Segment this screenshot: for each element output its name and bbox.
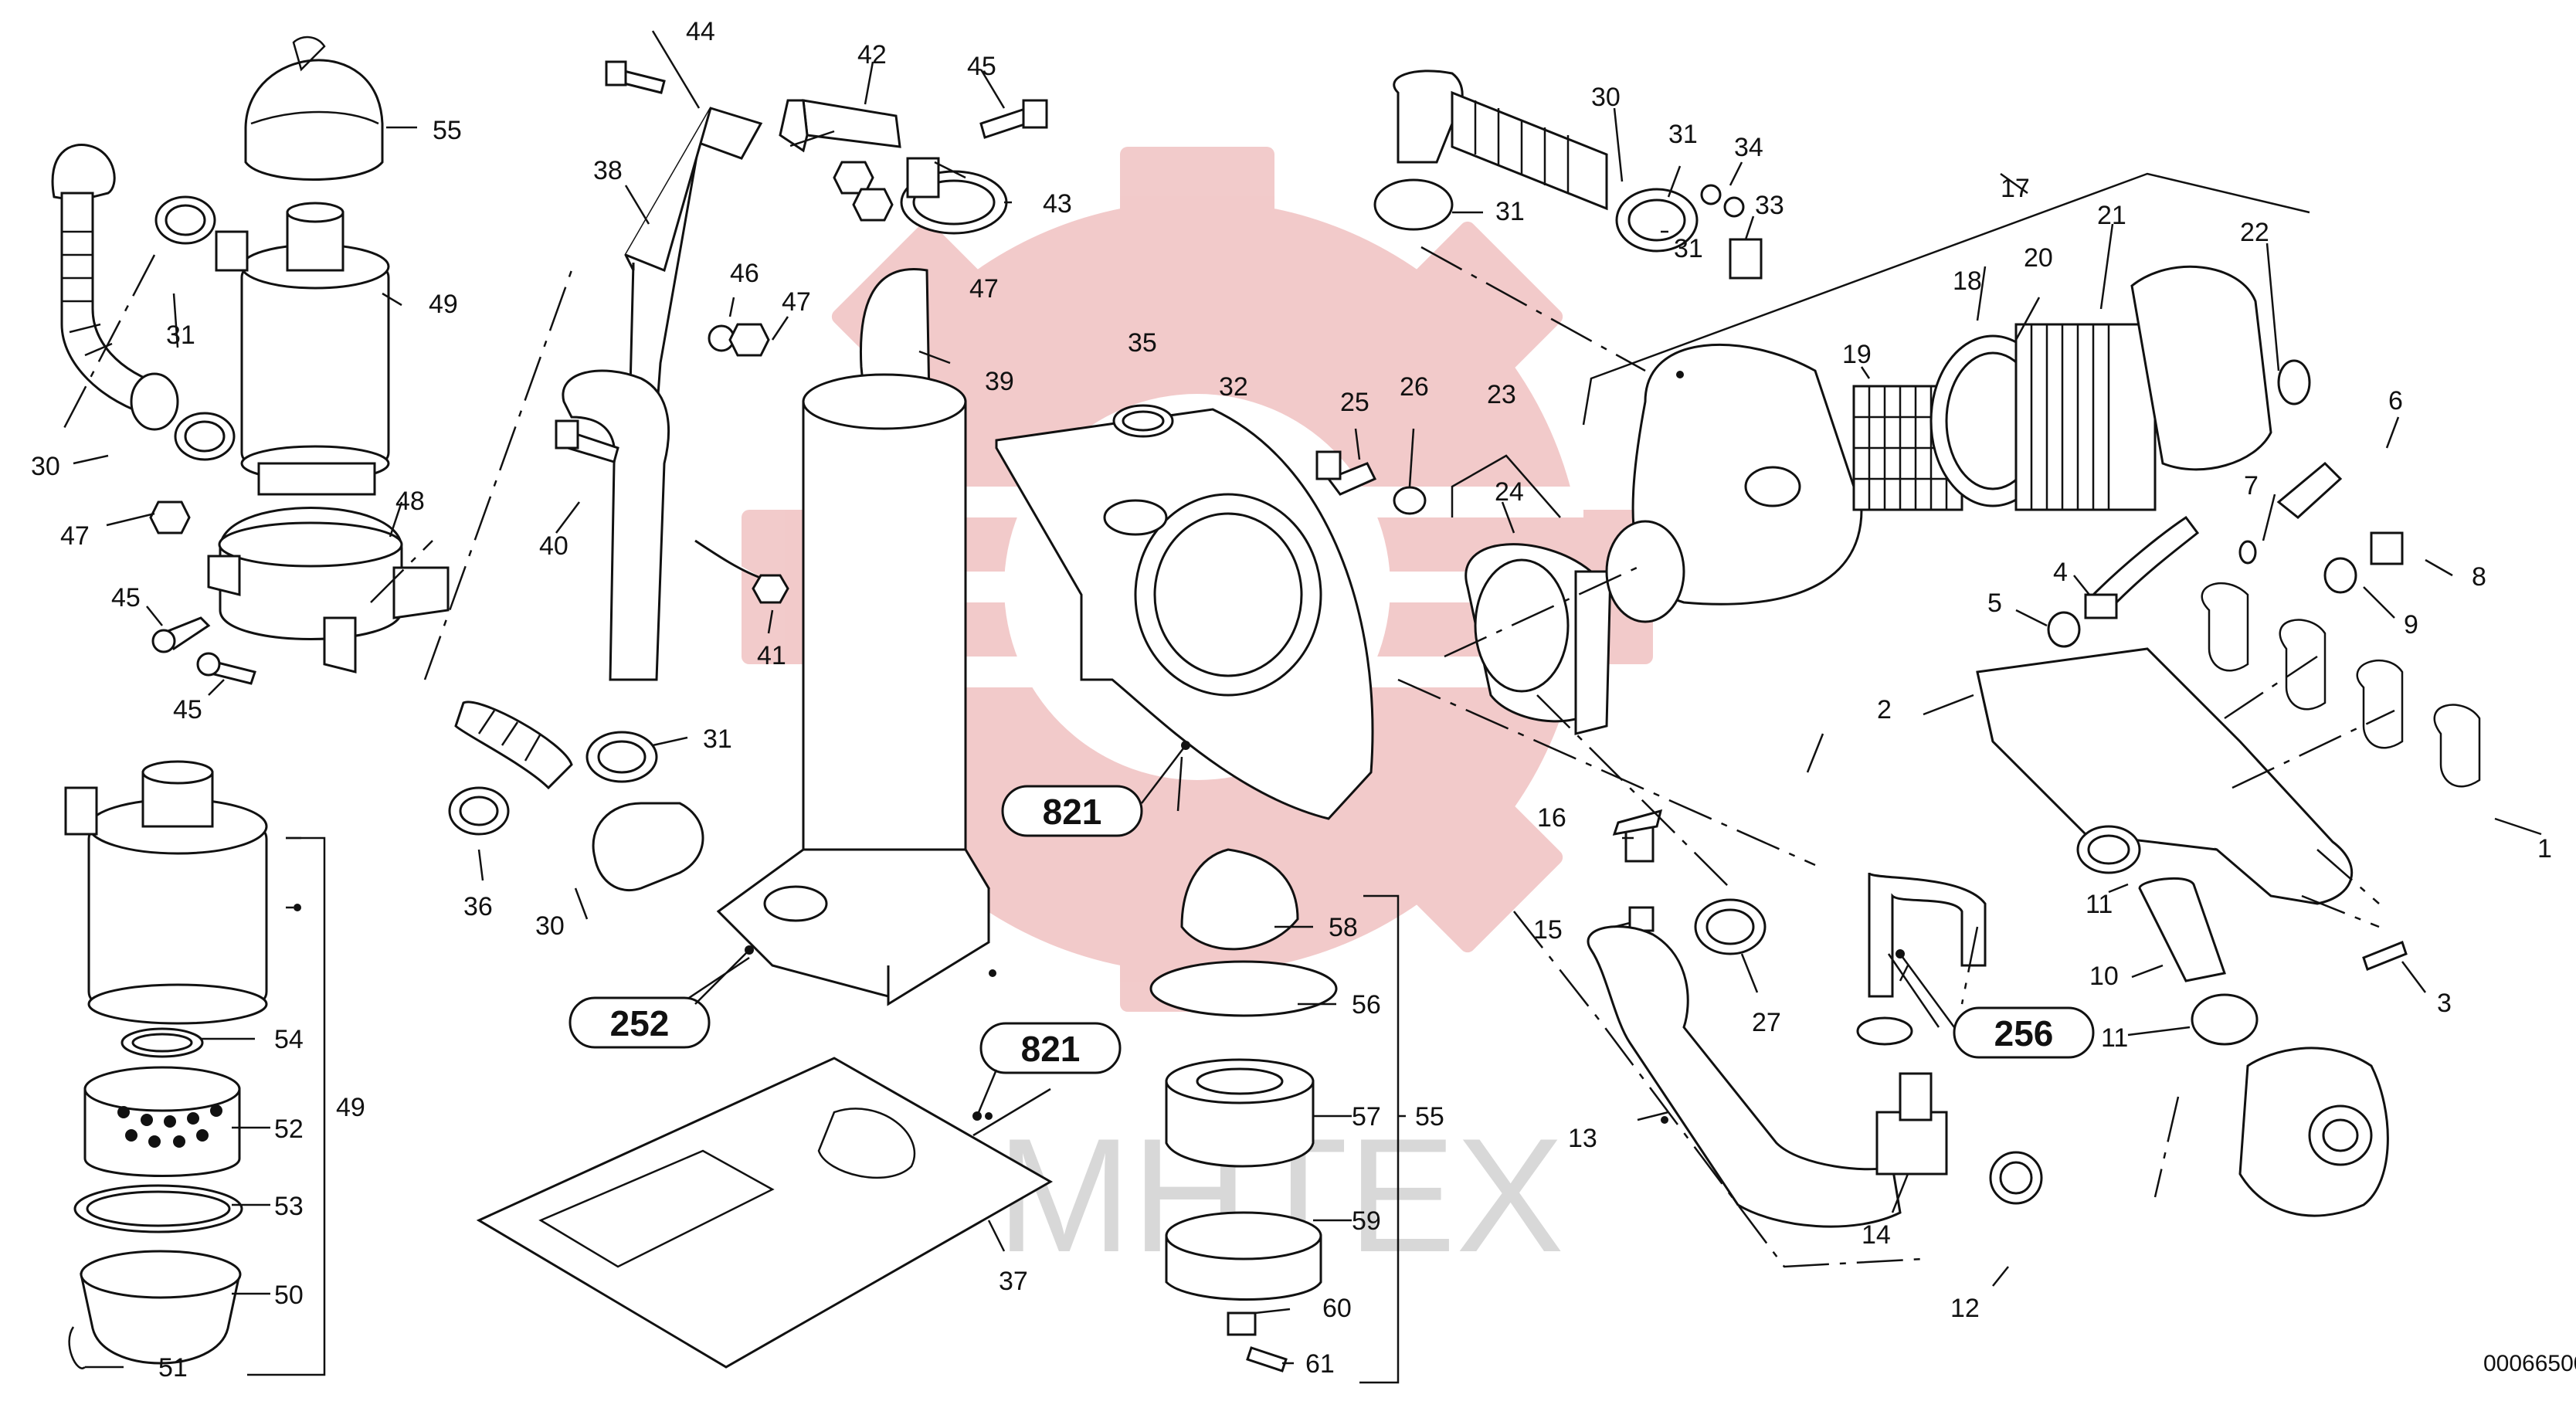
coolant-hoses <box>1587 809 2389 1228</box>
callout-number: 31 <box>1495 197 1525 226</box>
callout-number: 5 <box>1987 589 2002 618</box>
pre-cleaner-exploded <box>1149 848 1338 1372</box>
callout-number: 10 <box>2089 962 2119 991</box>
callout-number: 8 <box>2472 562 2486 592</box>
callout-number: 7 <box>2244 471 2259 500</box>
callout-number: 50 <box>274 1281 304 1310</box>
callout-number: 30 <box>535 911 565 941</box>
dashed-routing-lines <box>60 130 2395 1268</box>
callout-number: 43 <box>1043 189 1072 219</box>
callout-number: 12 <box>1950 1294 1980 1323</box>
callout-number: 52 <box>274 1115 304 1144</box>
callout-number: 47 <box>782 287 811 317</box>
reference-label: 821 <box>1043 792 1102 832</box>
callout-number: 59 <box>1352 1206 1381 1236</box>
callout-number: 45 <box>173 695 202 724</box>
callout-number: 26 <box>1400 372 1429 402</box>
callout-number: 49 <box>429 290 458 319</box>
reference-box-821-lower: 821 <box>972 1022 1122 1121</box>
callout-number: 31 <box>166 321 195 350</box>
callout-number: 53 <box>274 1192 304 1221</box>
callout-number: 37 <box>999 1267 1028 1296</box>
callout-number: 31 <box>1674 234 1703 263</box>
callout-number: 19 <box>1842 340 1872 369</box>
callout-number: 45 <box>967 52 996 81</box>
callout-number: 41 <box>757 641 786 670</box>
reference-box-256: 256 <box>1896 949 2095 1059</box>
callout-number: 55 <box>1415 1102 1444 1131</box>
callout-number: 9 <box>2404 610 2418 640</box>
callout-number: 60 <box>1322 1294 1352 1323</box>
callout-number: 27 <box>1752 1008 1781 1037</box>
callout-number: 3 <box>2437 989 2452 1018</box>
callout-number: 30 <box>1591 83 1621 112</box>
callout-number: 57 <box>1352 1102 1381 1131</box>
callout-number: 2 <box>1877 695 1892 724</box>
reference-dots <box>985 371 1904 1124</box>
callout-number: 15 <box>1533 915 1563 945</box>
air-cleaner-assembly <box>1605 265 2311 623</box>
callout-number: 14 <box>1862 1220 1891 1250</box>
callout-number: 40 <box>539 531 568 561</box>
callout-number: 32 <box>1219 372 1248 402</box>
callout-number: 1 <box>2537 834 2552 863</box>
callout-number: 25 <box>1340 388 1369 417</box>
callout-number: 11 <box>2086 890 2113 919</box>
callout-number: 13 <box>1568 1124 1597 1153</box>
air-cleaner-clamp <box>1315 450 1612 735</box>
callout-number: 49 <box>336 1093 365 1122</box>
callout-numbers: 44 42 45 55 38 43 46 47 49 47 39 31 30 3… <box>31 17 2552 1383</box>
callout-number: 21 <box>2097 201 2126 230</box>
callout-number: 38 <box>593 156 623 185</box>
reference-label: 821 <box>1021 1029 1081 1069</box>
lower-elbow-hose <box>448 701 704 892</box>
callout-number: 51 <box>158 1353 188 1383</box>
callout-number: 30 <box>31 452 60 481</box>
pre-cleaner-assembly <box>51 36 450 685</box>
callout-number: 20 <box>2024 243 2053 273</box>
muffler-39 <box>716 268 990 1006</box>
callout-number: 16 <box>1537 803 1566 833</box>
cyclone-exploded <box>64 760 268 1369</box>
callout-number: 48 <box>395 487 425 516</box>
callout-number: 58 <box>1329 913 1358 942</box>
callout-number: 6 <box>2388 386 2403 416</box>
callout-number: 35 <box>1128 328 1157 358</box>
upper-intake-hose <box>1373 70 1763 280</box>
callout-number: 36 <box>463 892 493 921</box>
callout-number: 11 <box>2101 1023 2128 1053</box>
callout-number: 4 <box>2053 558 2068 587</box>
callout-number: 56 <box>1352 990 1381 1020</box>
callout-number: 23 <box>1487 380 1516 409</box>
callout-number: 42 <box>857 40 887 70</box>
callout-number: 47 <box>60 521 90 551</box>
reference-box-252: 252 <box>568 945 754 1049</box>
callout-number: 18 <box>1953 266 1982 296</box>
reference-box-821-upper: 821 <box>1001 741 1190 837</box>
callout-number: 31 <box>703 724 732 754</box>
base-plate-37 <box>476 1057 1054 1369</box>
callout-number: 17 <box>2001 174 2030 203</box>
callout-number: 34 <box>1734 133 1763 162</box>
callout-number: 22 <box>2240 218 2269 247</box>
callout-number: 31 <box>1668 120 1698 149</box>
callout-number: 44 <box>686 17 715 46</box>
callout-number: 39 <box>985 367 1014 396</box>
callout-number: 24 <box>1495 477 1524 507</box>
leader-lines <box>73 30 2542 1384</box>
reference-label: 252 <box>610 1003 670 1043</box>
exhaust-brackets <box>555 60 1048 681</box>
reference-label: 256 <box>1994 1013 2054 1053</box>
callout-number: 55 <box>433 116 462 145</box>
exhaust-manifold <box>1976 461 2481 971</box>
callout-number: 54 <box>274 1025 304 1054</box>
callout-number: 61 <box>1305 1349 1335 1379</box>
callout-number: 47 <box>969 274 999 304</box>
callout-number: 46 <box>730 259 759 288</box>
heat-shield-32 <box>995 404 1374 820</box>
document-number: 00066500 <box>2483 1351 2576 1376</box>
callout-number: 45 <box>111 583 141 612</box>
callout-number: 33 <box>1755 191 1784 220</box>
